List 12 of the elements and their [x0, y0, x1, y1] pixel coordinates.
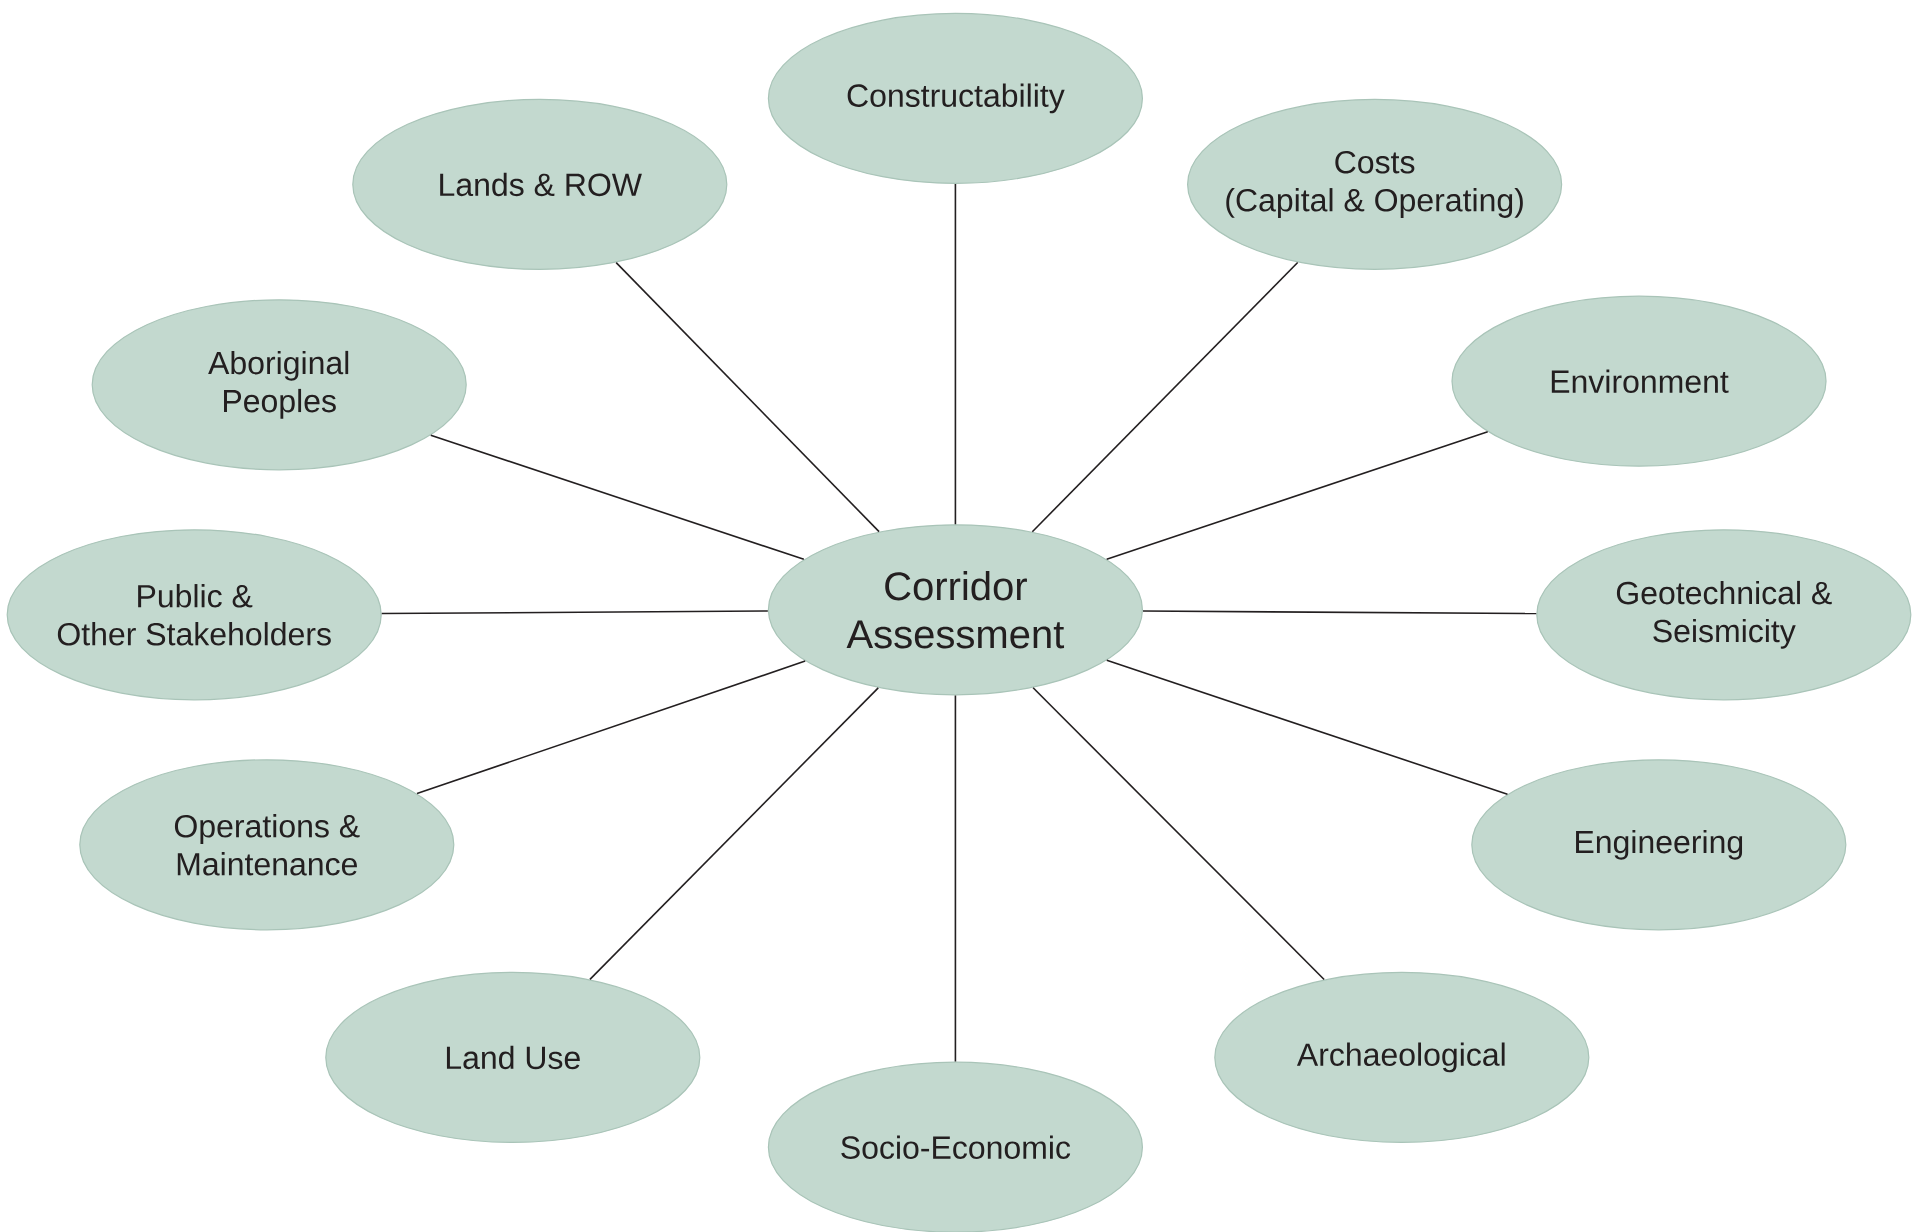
connector-line	[416, 660, 806, 795]
connector-line	[954, 694, 957, 1063]
connector-line	[615, 261, 880, 533]
connector-line	[1142, 610, 1538, 615]
connector-line	[589, 687, 880, 981]
connector-line	[1105, 430, 1489, 560]
connector-line	[380, 610, 769, 615]
connector-line	[954, 183, 957, 525]
connector-line	[429, 434, 805, 561]
connector-line	[1105, 659, 1509, 796]
connector-line	[1031, 261, 1299, 533]
connector-line	[1032, 686, 1325, 981]
